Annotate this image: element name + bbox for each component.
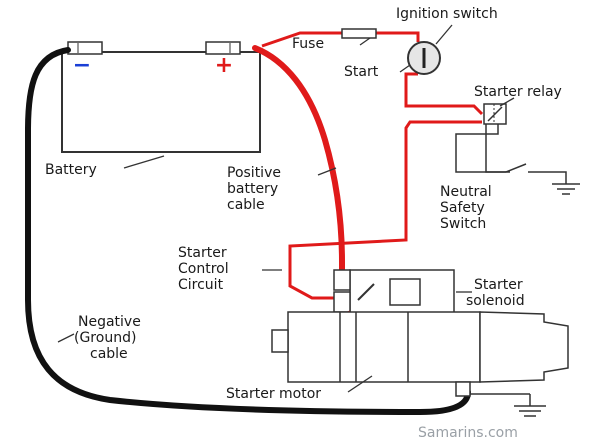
watermark: Samarins.com [418,425,518,441]
label-neutral-switch-1: Neutral [440,184,492,200]
label-solenoid-2: solenoid [466,293,525,309]
label-neutral-switch-3: Switch [440,216,486,232]
label-negative-cable-2: (Ground) [74,330,136,346]
starter-motor-icon [271,311,569,397]
label-starter-motor: Starter motor [226,386,321,402]
ignition-switch-icon[interactable] [407,41,441,75]
fuse-icon [341,28,377,39]
negative-ground-cable [25,47,471,416]
label-positive-cable-2: battery [227,181,278,197]
label-negative-cable-3: cable [90,346,128,362]
label-solenoid-1: Starter [474,277,523,293]
label-start: Start [344,64,379,80]
positive-battery-cable [252,45,345,279]
label-positive-cable-3: cable [227,197,265,213]
label-battery: Battery [45,162,97,178]
label-ignition-switch: Ignition switch [396,6,498,22]
ground-icon [552,183,580,195]
relay-icon [483,103,507,125]
label-starter-relay: Starter relay [474,84,562,100]
label-control-circuit-2: Control [178,261,229,277]
neutral-switch-icon [455,124,567,184]
solenoid-icon [333,269,455,320]
label-control-circuit-1: Starter [178,245,227,261]
control-circuit-wires [261,31,484,300]
battery-icon [61,41,261,153]
ground-icon-motor [470,393,546,417]
label-fuse: Fuse [292,36,324,52]
label-positive-cable-1: Positive [227,165,281,181]
battery-positive-sign: + [215,53,233,78]
battery-negative-sign: − [73,53,91,78]
label-neutral-switch-2: Safety [440,200,485,216]
leader-lines [57,24,515,393]
label-negative-cable-1: Negative [78,314,141,330]
label-control-circuit-3: Circuit [178,277,224,293]
